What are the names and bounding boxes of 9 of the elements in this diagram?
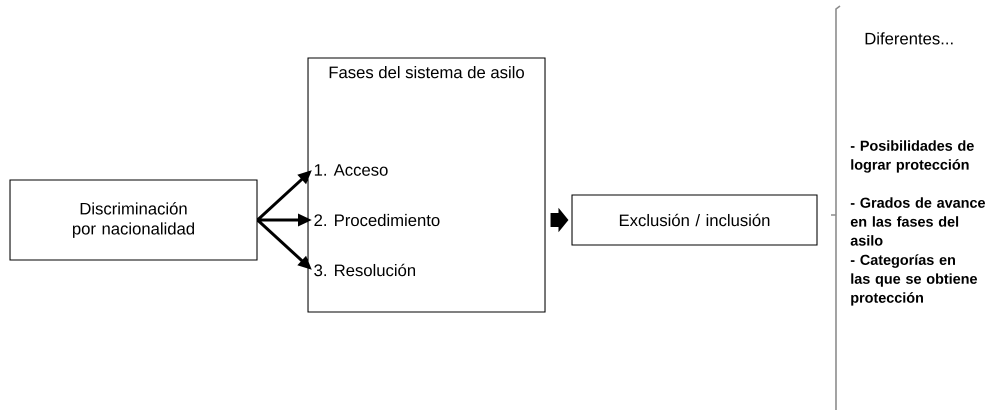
- list-item: 2. Procedimiento: [314, 214, 440, 226]
- list-item: 1. Acceso: [314, 164, 388, 176]
- process-box: Discriminación por nacionalidad: [9, 179, 258, 261]
- list-item: - Categorías en las que se obtiene protección: [850, 254, 977, 306]
- list-item: - Grados de avance en las fases del asilo: [850, 197, 985, 246]
- process-box: Exclusión / inclusión: [571, 194, 818, 246]
- list-item: 3. Resolución: [314, 264, 416, 276]
- list-item: - Posibilidades de lograr protección: [850, 140, 974, 173]
- heading: Diferentes...: [866, 32, 953, 44]
